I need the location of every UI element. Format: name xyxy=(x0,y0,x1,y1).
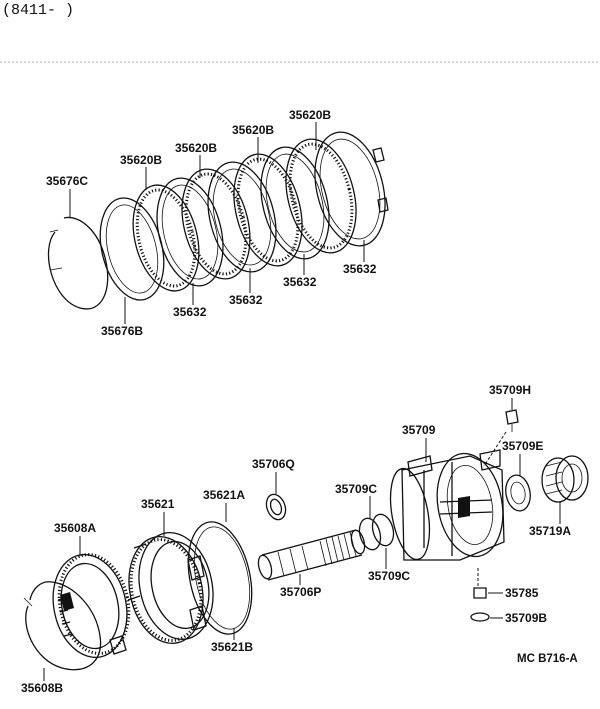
label-35709b: 35709B xyxy=(505,611,547,625)
clutch-plate-35632-1 xyxy=(156,177,224,287)
upper-callouts: 35620B 35620B 35620B 35620B 35676C 35632… xyxy=(46,108,377,338)
seal-ring-35709c-2 xyxy=(371,513,395,547)
snap-ring-35608b xyxy=(23,581,102,671)
label-35719a: 35719A xyxy=(529,524,571,538)
clutch-pack-group xyxy=(47,131,389,310)
label-35620b-1: 35620B xyxy=(120,153,162,167)
label-35632-4: 35632 xyxy=(343,262,377,276)
label-35709c-1: 35709C xyxy=(335,482,377,496)
clutch-drum-35621 xyxy=(127,532,214,644)
label-35620b-3: 35620B xyxy=(232,123,274,137)
label-35709h: 35709H xyxy=(489,383,531,397)
label-35621b: 35621B xyxy=(211,640,253,654)
clutch-disc-35620b-4 xyxy=(285,138,357,254)
snap-ring-35676c xyxy=(47,216,109,310)
label-35706p: 35706P xyxy=(280,585,321,599)
label-35608a: 35608A xyxy=(54,521,96,535)
label-35632-1: 35632 xyxy=(173,305,207,319)
bearing-race-35706q xyxy=(265,493,287,521)
clutch-disc-35620b-1 xyxy=(132,184,200,292)
label-35676b: 35676B xyxy=(101,324,143,338)
sun-gear-35719a xyxy=(541,455,589,503)
seal-ring-35709c-1 xyxy=(358,517,382,551)
bolt-35709h xyxy=(483,409,519,467)
label-35621a: 35621A xyxy=(203,488,245,502)
label-35621: 35621 xyxy=(141,497,175,511)
clutch-disc-35620b-2 xyxy=(181,168,251,280)
clutch-disc-35620b-3 xyxy=(233,153,303,267)
model-range-label: (8411- ) xyxy=(2,2,74,19)
label-35620b-4: 35620B xyxy=(289,108,331,122)
label-35608b: 35608B xyxy=(21,681,63,695)
clutch-plate-35632-3 xyxy=(260,146,330,260)
label-35620b-2: 35620B xyxy=(175,141,217,155)
label-35709: 35709 xyxy=(402,423,436,437)
clutch-plate-35632-4 xyxy=(314,131,389,247)
carrier-drum-35709 xyxy=(389,449,505,561)
clutch-plate-35632-2 xyxy=(207,161,277,273)
label-35709e: 35709E xyxy=(502,439,543,453)
shaft-35706p xyxy=(257,529,366,581)
label-35632-2: 35632 xyxy=(229,293,263,307)
diagram-code: MC B716-A xyxy=(517,653,578,665)
thrust-washer-35621a xyxy=(187,521,253,635)
one-way-clutch-35608a xyxy=(52,553,131,659)
lower-callouts: 35709H 35709 35709E 35706Q 35709C 35719A… xyxy=(21,383,571,695)
o-ring-35709b xyxy=(470,612,490,622)
label-35706q: 35706Q xyxy=(252,457,295,471)
thrust-washer-35709e xyxy=(505,474,531,512)
label-35709c-2: 35709C xyxy=(368,569,410,583)
label-35676c: 35676C xyxy=(46,174,88,188)
label-35785: 35785 xyxy=(505,586,539,600)
plug-35785 xyxy=(473,568,487,599)
label-35632-3: 35632 xyxy=(283,275,317,289)
